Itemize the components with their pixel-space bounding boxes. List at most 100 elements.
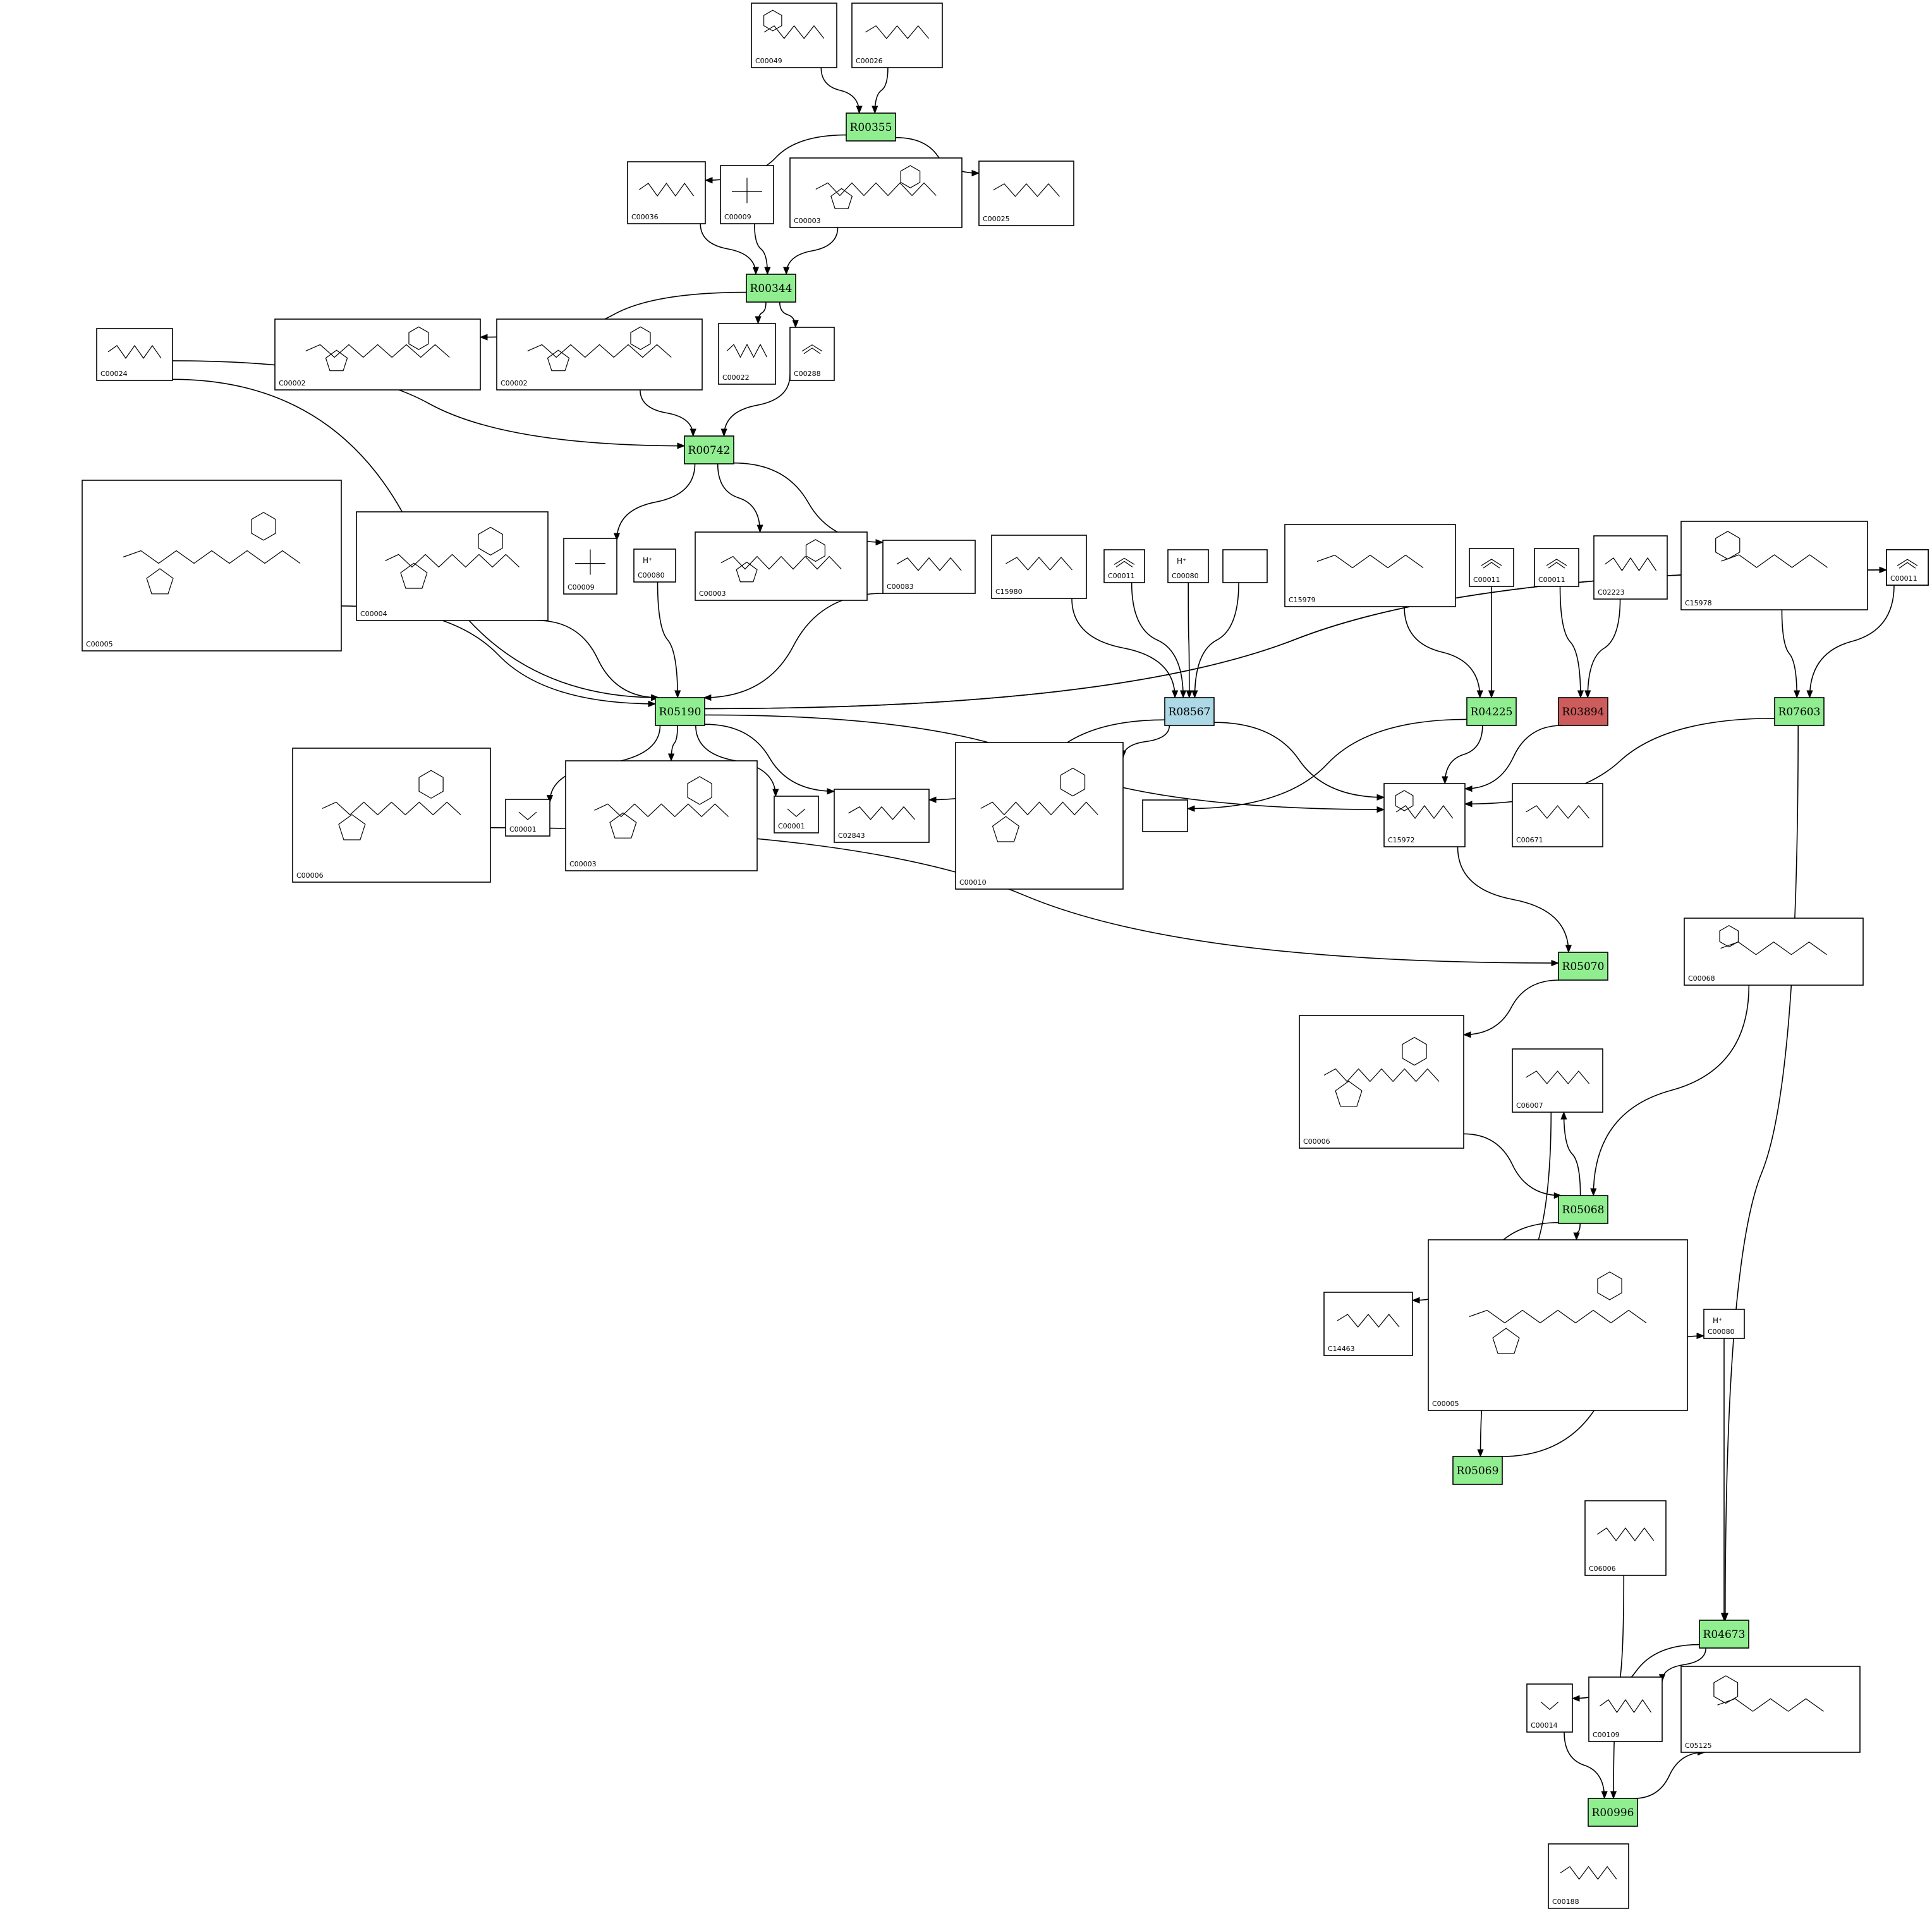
reaction-id: R04225 (1471, 706, 1513, 718)
reaction-edge (1442, 725, 1483, 785)
compound-box (1526, 1683, 1573, 1733)
compound-node[interactable]: C00024 (96, 328, 173, 381)
compound-node[interactable]: C00011 (1103, 549, 1145, 583)
reaction-box (655, 697, 705, 726)
compound-id: C00009 (724, 213, 751, 221)
compound-node[interactable]: C00671 (1512, 783, 1603, 847)
reaction-node[interactable]: R00344 (746, 274, 796, 303)
compound-node[interactable]: C00003 (789, 157, 963, 228)
compound-node[interactable]: C14463 (1323, 1292, 1413, 1356)
compound-id: C00006 (296, 871, 324, 880)
reaction-edge (1658, 1647, 1706, 1683)
compound-box (1167, 549, 1209, 583)
compound-id: C00010 (959, 878, 987, 887)
compound-node[interactable]: C00188 (1548, 1843, 1629, 1909)
compound-box (356, 511, 549, 621)
reaction-edge (733, 462, 884, 546)
reaction-id: R05068 (1562, 1204, 1605, 1216)
compound-node[interactable]: C02223 (1593, 535, 1668, 600)
compound-node[interactable]: C00009 (563, 538, 617, 595)
reaction-box (1164, 697, 1215, 726)
compound-node[interactable]: C00026 (851, 3, 943, 68)
reaction-edge (1186, 718, 1467, 812)
reaction-box (1558, 697, 1608, 726)
compound-node[interactable]: C00010 (955, 742, 1124, 890)
compound-node[interactable]: C02843 (834, 789, 930, 843)
compound-node[interactable]: C00005 (1428, 1239, 1688, 1411)
compound-id: C00003 (569, 860, 597, 868)
reaction-edge (1404, 606, 1483, 699)
compound-node[interactable]: C00006 (1299, 1015, 1464, 1149)
reaction-edge (895, 136, 980, 177)
compound-node[interactable]: C00002 (496, 318, 703, 391)
reaction-node[interactable]: R08567 (1164, 697, 1215, 726)
compound-node[interactable]: C00011 (1886, 549, 1929, 586)
compound-node[interactable]: C00068 (1684, 918, 1864, 986)
compound-node[interactable]: H⁺C00080 (1167, 549, 1209, 583)
reaction-node[interactable]: R05069 (1452, 1456, 1503, 1485)
compound-node[interactable]: C00009 (720, 165, 774, 224)
reaction-edge (537, 620, 659, 701)
compound-id: C00003 (699, 590, 726, 598)
compound-box (627, 161, 706, 224)
reaction-node[interactable]: R05068 (1558, 1195, 1608, 1224)
compound-node[interactable]: C00002 (274, 318, 481, 391)
compound-id: C00080 (1708, 1328, 1735, 1336)
reaction-node[interactable]: R04225 (1466, 697, 1517, 726)
reaction-id: R00344 (750, 282, 793, 295)
compound-node[interactable]: C00025 (978, 161, 1074, 226)
reaction-node[interactable]: R07603 (1774, 697, 1825, 726)
compound-box (292, 748, 491, 883)
compound-node[interactable]: C00003 (565, 760, 758, 871)
compound-node[interactable]: C00109 (1588, 1676, 1663, 1742)
reaction-node[interactable]: R00742 (684, 435, 734, 464)
compound-node[interactable]: C00083 (882, 540, 976, 594)
reaction-node[interactable]: R05190 (655, 697, 705, 726)
reaction-node[interactable]: R05070 (1558, 952, 1608, 981)
compound-node[interactable]: C00036 (627, 161, 706, 224)
compound-box (1584, 1500, 1667, 1576)
reaction-edge (1722, 725, 1799, 1621)
reaction-node[interactable]: R03894 (1558, 697, 1608, 726)
reaction-id: R07603 (1778, 706, 1821, 718)
reaction-node[interactable]: R00355 (846, 112, 896, 142)
compound-node[interactable]: C00003 (695, 531, 868, 601)
compound-node[interactable]: C06006 (1584, 1500, 1667, 1576)
compound-node[interactable]: C15972 (1383, 783, 1466, 847)
compound-node[interactable]: H⁺C00080 (1703, 1309, 1745, 1339)
compound-box (633, 548, 676, 583)
compound-node[interactable]: C00049 (751, 3, 837, 68)
compound-node[interactable]: C05125 (1680, 1666, 1861, 1753)
compound-node[interactable]: C00001 (505, 799, 550, 837)
compound-node[interactable]: C15979 (1284, 524, 1456, 607)
compound-node[interactable]: C00011 (1534, 548, 1579, 587)
ion-formula: H⁺ (643, 556, 652, 565)
compound-node[interactable]: C15980 (991, 535, 1087, 599)
reaction-node[interactable]: R00996 (1588, 1798, 1638, 1827)
compound-node[interactable]: C00005 (82, 480, 342, 651)
compound-box (978, 161, 1074, 226)
compound-box (751, 3, 837, 68)
reaction-edge (1131, 582, 1187, 699)
compound-node[interactable]: C00006 (292, 748, 491, 883)
compound-node[interactable] (1222, 549, 1268, 583)
compound-node[interactable] (1142, 799, 1188, 832)
reaction-node[interactable]: R04673 (1699, 1620, 1749, 1649)
compound-box (955, 742, 1124, 890)
reaction-box (1699, 1620, 1749, 1649)
compound-box (1680, 1666, 1861, 1753)
compound-node[interactable]: C00022 (718, 323, 776, 385)
compound-node[interactable]: C00004 (356, 511, 549, 621)
compound-box (1222, 549, 1268, 583)
compound-node[interactable]: C00014 (1526, 1683, 1573, 1733)
compound-node[interactable]: C06007 (1512, 1048, 1603, 1113)
compound-id: C00002 (279, 379, 306, 387)
compound-node[interactable]: C00011 (1469, 548, 1514, 587)
reaction-edge (1560, 1111, 1581, 1196)
reaction-edge (700, 223, 760, 276)
compound-node[interactable]: C00001 (774, 796, 819, 833)
compound-node[interactable]: C00288 (789, 327, 835, 381)
compound-node[interactable]: H⁺C00080 (633, 548, 676, 583)
compound-node[interactable]: C15978 (1680, 521, 1868, 610)
